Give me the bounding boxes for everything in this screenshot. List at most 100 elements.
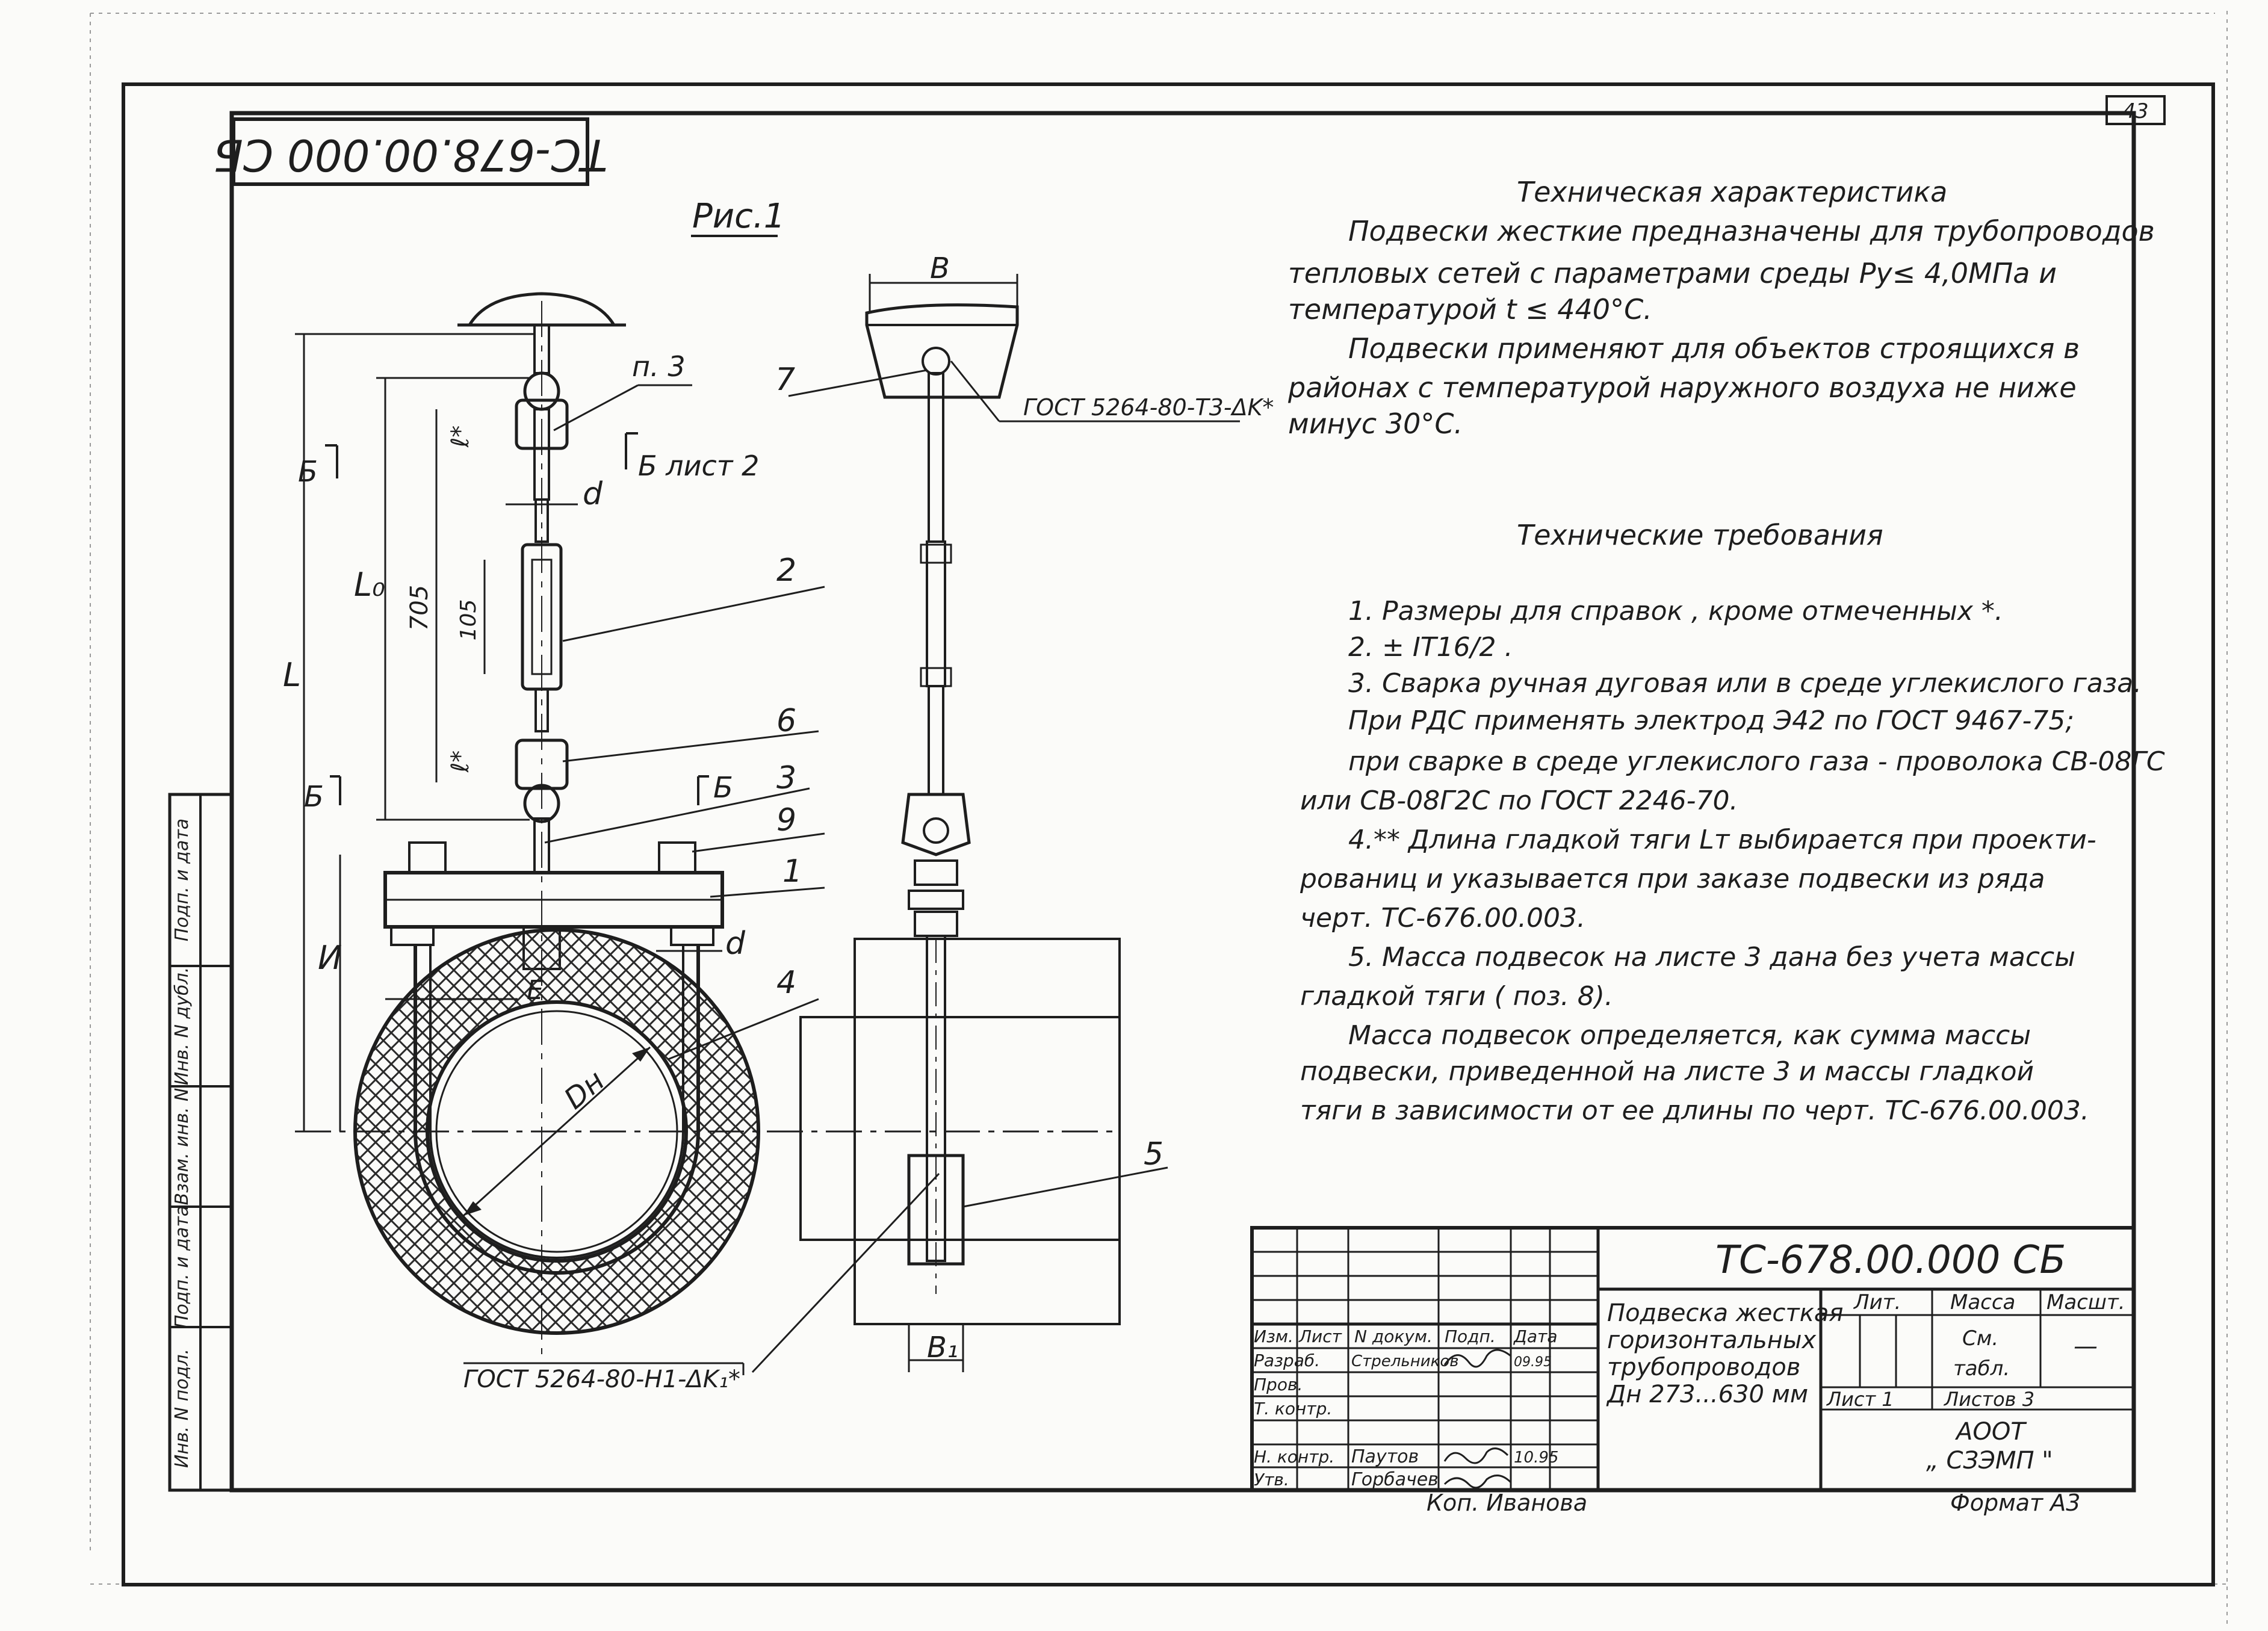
tech-req-line-3: 3. Сварка ручная дуговая или в среде угл…	[1348, 668, 2142, 699]
side-label-vzam-inv: Взам. инв. N	[172, 1088, 193, 1205]
side-label-inv-dubl: Инв. N дубл.	[172, 967, 193, 1086]
tech-req-line-5: при сварке в среде углекислого газа - пр…	[1348, 746, 2165, 777]
tech-char-line-5: районах с температурой наружного воздуха…	[1287, 371, 2077, 404]
pos-7: 7	[775, 362, 795, 398]
tech-char-title: Техническая характеристика	[1517, 176, 1947, 208]
tech-req-line-7: 4.** Длина гладкой тяги Lт выбирается пр…	[1348, 825, 2096, 855]
dim-E: E	[527, 975, 544, 1006]
dim-lstar-bottom: ℓ*	[447, 751, 474, 773]
tech-req-line-1: 1. Размеры для справок , кроме отмеченны…	[1348, 596, 2003, 627]
tech-char-line-3: температурой t ≤ 440°С.	[1288, 293, 1652, 326]
signature-utv	[1443, 1475, 1512, 1489]
tb-role-utv: Утв.	[1254, 1470, 1289, 1490]
figure-label: Рис.1	[692, 197, 785, 236]
u-bolt	[414, 945, 700, 1275]
tb-col-izm: Изм.	[1254, 1326, 1294, 1346]
tech-req-line-13: подвески, приведенной на листе 3 и массы…	[1300, 1056, 2034, 1087]
side-label-podp-data-1: Подп. и дата	[172, 1205, 193, 1328]
pos-1: 1	[782, 853, 802, 890]
tech-req-line-8: рованиц и указывается при заказе подвеск…	[1300, 864, 2045, 894]
pos-5: 5	[1144, 1136, 1163, 1172]
side-label-inv-podl: Инв. N подл.	[172, 1349, 193, 1468]
tb-mass-value-2: табл.	[1953, 1357, 2010, 1381]
tb-org-1: АООТ	[1954, 1418, 2027, 1446]
side-label-podp-data-2: Подп. и дата	[172, 819, 193, 941]
tb-sheet-label: Лист 1	[1826, 1388, 1894, 1411]
tb-date-2: 10.95	[1514, 1449, 1558, 1467]
upper-bracket	[865, 303, 1019, 399]
signature-razrab	[1443, 1349, 1511, 1368]
label-p3: п. 3	[632, 350, 686, 383]
tech-req-line-2: 2. ± IT16/2 .	[1348, 632, 1513, 663]
tb-lit-label: Лит.	[1853, 1290, 1901, 1314]
tech-req-line-14: тяги в зависимости от ее длины по черт. …	[1300, 1095, 2089, 1126]
weld-label-top: ГОСТ 5264-80-Т3-ΔK*	[1023, 394, 1274, 421]
dim-705: 705	[406, 585, 433, 631]
pos-3: 3	[776, 760, 796, 796]
side-column: Инв. N подл. Подп. и дата Взам. инв. N И…	[168, 793, 234, 1492]
front-view: Dн L L₀ 705 105 И E d d ℓ* ℓ* Б Б лист 2…	[283, 292, 1120, 1393]
tb-name-line-1: Подвеска жесткая	[1607, 1299, 1843, 1327]
tb-role-tkontr: Т. контр.	[1254, 1399, 1332, 1419]
tb-name-line-3: трубопроводов	[1607, 1354, 1800, 1381]
pos-6: 6	[776, 703, 796, 739]
tech-char-line-6: минус 30°С.	[1288, 407, 1463, 440]
tech-req-line-11: гладкой тяги ( поз. 8).	[1300, 981, 1613, 1012]
tb-role-nkontr: Н. контр.	[1254, 1447, 1334, 1467]
section-b-left-bottom: Б	[304, 780, 324, 814]
section-b-sheet2: Б лист 2	[638, 450, 759, 482]
tb-name-utv: Горбачев	[1351, 1469, 1439, 1490]
dim-lstar-top: ℓ*	[447, 426, 474, 448]
pos-2: 2	[776, 552, 796, 589]
tech-char-line-4: Подвески применяют для объектов строящих…	[1348, 332, 2080, 365]
dim-B: B	[930, 252, 950, 285]
tech-req-line-10: 5. Масса подвесок на листе 3 дана без уч…	[1348, 942, 2075, 973]
dim-I: И	[318, 939, 342, 977]
tb-col-data: Дата	[1513, 1326, 1558, 1346]
tb-col-podp: Подп.	[1445, 1326, 1496, 1346]
tb-role-razrab: Разраб.	[1254, 1351, 1320, 1370]
tb-name-nkontr: Паутов	[1351, 1446, 1419, 1467]
section-b-left-top: Б	[298, 455, 318, 489]
dim-L: L	[283, 656, 301, 694]
tb-sheets-label: Листов 3	[1944, 1388, 2034, 1411]
stamp-code-box	[232, 117, 589, 186]
tb-name-line-4: Дн 273...630 мм	[1606, 1381, 1808, 1408]
pos-9: 9	[776, 802, 796, 838]
tb-col-list: Лист	[1298, 1326, 1342, 1346]
sheet-corner-number: 43	[2122, 99, 2148, 123]
tb-date-1: 09.95	[1514, 1355, 1552, 1370]
tech-char-line-1: Подвески жесткие предназначены для трубо…	[1348, 215, 2155, 247]
tech-req-line-4: При РДС применять электрод Э42 по ГОСТ 9…	[1348, 705, 2074, 736]
tb-code: ТС-678.00.000 СБ	[1715, 1238, 2066, 1283]
pos-4: 4	[776, 965, 796, 1001]
tb-org-2: „ СЗЭМП "	[1926, 1447, 2053, 1475]
tech-characteristic: Техническая характеристика Подвески жест…	[1287, 176, 2155, 440]
tech-req-title: Технические требования	[1517, 519, 1883, 551]
tb-scale-value: —	[2074, 1332, 2098, 1360]
dim-105: 105	[456, 599, 481, 641]
tech-req-line-12: Масса подвесок определяется, как сумма м…	[1348, 1020, 2031, 1051]
outer-frame	[122, 82, 2215, 1586]
side-view: B B₁ 7 ГОСТ 5264-80-Т3-ΔK* 5	[775, 252, 1274, 1372]
dim-B1: B₁	[927, 1331, 958, 1364]
dim-d-bottom: d	[725, 926, 746, 962]
tb-mass-label: Масса	[1950, 1290, 2015, 1314]
scan-edges	[90, 11, 2228, 1625]
sheet-corner-box	[2105, 95, 2166, 125]
tech-requirements: Технические требования 1. Размеры для сп…	[1300, 519, 2165, 1126]
stamp-code-rotated: ТС-678.00.000 СБ	[213, 129, 607, 180]
format-label: Формат А3	[1950, 1490, 2080, 1516]
weld-label-bottom: ГОСТ 5264-80-Н1-ΔK₁*	[463, 1366, 740, 1393]
title-block: Изм. Лист N докум. Подп. Дата Разраб. Пр…	[1250, 1226, 2136, 1492]
dim-d-top: d	[583, 476, 603, 512]
tech-req-line-9: черт. ТС-676.00.003.	[1300, 903, 1585, 933]
tb-col-ndokum: N докум.	[1354, 1326, 1433, 1346]
signature-nkontr	[1443, 1447, 1509, 1464]
tb-mass-value-1: См.	[1962, 1326, 1998, 1351]
dim-Lo: L₀	[354, 566, 385, 604]
tb-role-prov: Пров.	[1254, 1375, 1303, 1394]
tb-name-razrab: Стрельников	[1351, 1352, 1459, 1370]
